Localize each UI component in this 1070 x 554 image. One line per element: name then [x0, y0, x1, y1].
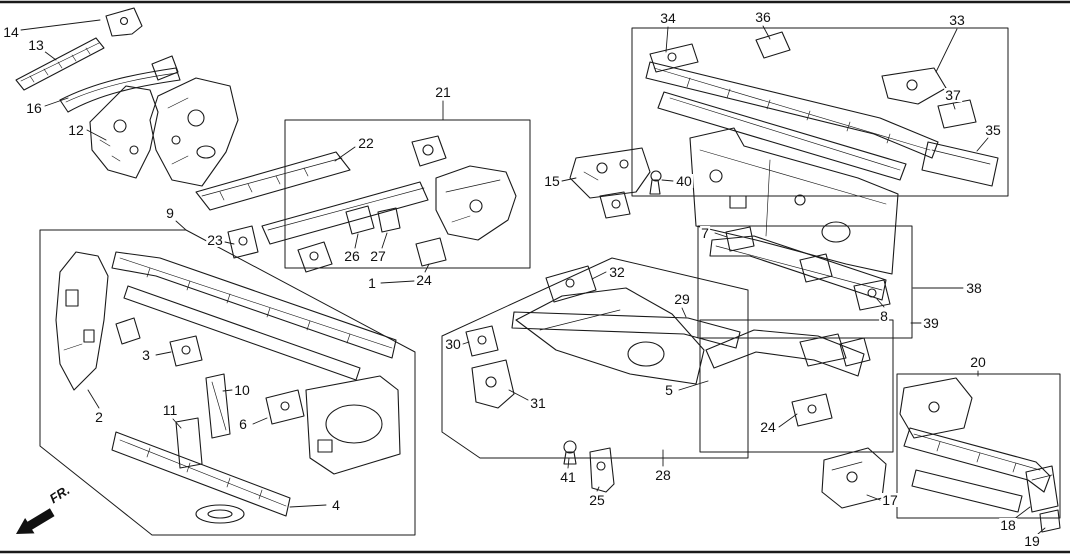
callout-10: 10 [233, 382, 251, 398]
leader-line-13 [43, 50, 57, 61]
callout-34: 34 [659, 10, 677, 26]
callout-37: 37 [944, 87, 962, 103]
callout-2: 2 [94, 409, 104, 425]
leader-line-35 [976, 137, 989, 152]
callout-16: 16 [25, 100, 43, 116]
leader-line-36 [762, 25, 771, 40]
callout-14: 14 [2, 24, 20, 40]
callout-25: 25 [588, 492, 606, 508]
callout-11: 11 [161, 402, 179, 418]
callout-32: 32 [608, 264, 626, 280]
leader-line-37 [952, 102, 956, 110]
callout-31: 31 [529, 395, 547, 411]
group-box-38-39 [697, 225, 913, 339]
callout-33: 33 [948, 12, 966, 28]
callout-12: 12 [67, 122, 85, 138]
leader-lines-group [20, 19, 1046, 535]
leader-line-4 [289, 504, 327, 508]
callout-19: 19 [1023, 533, 1041, 549]
callout-18: 18 [999, 517, 1017, 533]
leader-line-7 [714, 232, 728, 238]
leader-line-31 [508, 389, 529, 401]
callout-38: 38 [965, 280, 983, 296]
callout-40: 40 [675, 173, 693, 189]
leader-line-17 [866, 494, 881, 501]
callout-27: 27 [369, 248, 387, 264]
callout-15: 15 [543, 173, 561, 189]
leader-line-8 [876, 298, 885, 308]
leader-line-11 [172, 418, 182, 429]
leader-line-33 [935, 28, 958, 73]
part-cluster-front-bulkhead [55, 251, 401, 524]
part-cluster-side-frame-20 [821, 377, 1061, 533]
leader-line-2 [87, 389, 100, 409]
callout-24: 24 [759, 419, 777, 435]
callout-41: 41 [559, 469, 577, 485]
callout-26: 26 [343, 248, 361, 264]
part-cluster-crossmember-5 [705, 329, 871, 427]
group-box-28 [441, 257, 749, 459]
leader-line-23 [224, 241, 235, 245]
callout-13: 13 [27, 37, 45, 53]
part-cluster-top-left [15, 7, 239, 187]
leader-line-18 [1013, 506, 1031, 520]
callout-17: 17 [881, 492, 899, 508]
callout-30: 30 [444, 336, 462, 352]
leader-line-26 [354, 233, 359, 249]
leader-line-24 [424, 263, 430, 273]
callout-5: 5 [664, 382, 674, 398]
leader-line-40 [661, 179, 674, 182]
callout-20: 20 [969, 354, 987, 370]
leader-line-24 [778, 413, 798, 428]
part-cluster-15-40 [569, 147, 662, 219]
leader-line-5 [678, 380, 709, 391]
callout-35: 35 [984, 122, 1002, 138]
callout-1: 1 [367, 275, 377, 291]
leader-line-41 [567, 457, 570, 469]
callout-4: 4 [331, 497, 341, 513]
group-box-20 [896, 373, 1061, 519]
leader-line-12 [86, 129, 107, 141]
callout-24: 24 [415, 272, 433, 288]
leader-line-14 [20, 19, 101, 31]
leader-line-1 [380, 280, 415, 284]
group-box-21 [284, 119, 531, 269]
leader-line-30 [462, 341, 470, 345]
leader-line-22 [334, 146, 356, 162]
leader-line-16 [44, 97, 69, 107]
callout-23: 23 [206, 232, 224, 248]
leader-line-3 [155, 351, 172, 356]
callout-3: 3 [141, 347, 151, 363]
leader-line-6 [252, 417, 268, 425]
fr-arrow-shape [16, 508, 55, 534]
callout-29: 29 [673, 291, 691, 307]
leader-line-19 [1037, 527, 1046, 535]
callout-22: 22 [357, 135, 375, 151]
callout-9: 9 [165, 205, 175, 221]
callout-36: 36 [754, 9, 772, 25]
group-box-cowl [631, 27, 1009, 197]
part-cluster-frame-21 [195, 135, 517, 273]
leader-line-34 [665, 26, 669, 53]
part-cluster-floor-side [465, 265, 741, 409]
callout-28: 28 [654, 467, 672, 483]
leader-line-10 [222, 389, 233, 392]
leader-line-27 [381, 232, 388, 249]
leader-line-29 [681, 307, 687, 318]
leader-line-32 [591, 271, 607, 280]
leader-line-25 [596, 486, 600, 492]
callout-39: 39 [922, 315, 940, 331]
callout-8: 8 [879, 308, 889, 324]
part-cluster-small-41-25 [563, 440, 615, 493]
part-cluster-dash-crossmember [709, 226, 891, 311]
group-box-5 [699, 319, 894, 453]
callout-6: 6 [238, 416, 248, 432]
callout-21: 21 [434, 84, 452, 100]
leader-line-9 [175, 220, 187, 231]
callout-7: 7 [700, 225, 710, 241]
leader-line-15 [561, 177, 577, 182]
